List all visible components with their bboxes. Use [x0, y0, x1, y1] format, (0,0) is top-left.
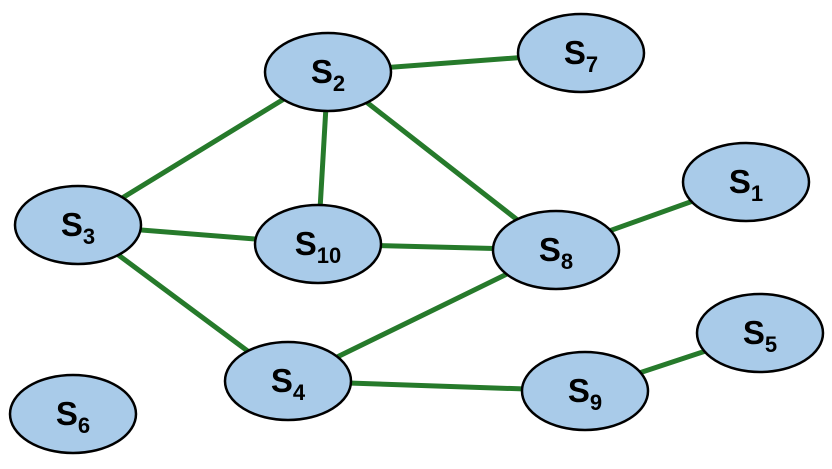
node-S10: S10 — [253, 203, 383, 285]
node-S4: S4 — [223, 340, 353, 422]
node-S8: S8 — [491, 209, 621, 291]
node-label-S7: S7 — [564, 34, 598, 77]
node-label-S3: S3 — [61, 206, 95, 249]
node-ellipse-S7 — [516, 12, 646, 94]
node-S2: S2 — [263, 31, 393, 113]
node-ellipse-S1 — [681, 141, 811, 223]
node-label-S5: S5 — [743, 314, 777, 357]
node-label-S9: S9 — [568, 372, 602, 415]
node-label-S4: S4 — [271, 362, 306, 405]
node-S7: S7 — [516, 12, 646, 94]
node-S9: S9 — [520, 350, 650, 432]
node-label-S10: S10 — [295, 225, 342, 268]
node-label-S6: S6 — [56, 395, 90, 438]
node-label-S8: S8 — [539, 231, 573, 274]
node-ellipse-S4 — [223, 340, 353, 422]
node-label-S2: S2 — [311, 53, 345, 96]
node-S6: S6 — [8, 373, 138, 455]
node-ellipse-S5 — [695, 292, 825, 374]
node-ellipse-S8 — [491, 209, 621, 291]
node-S3: S3 — [13, 184, 143, 266]
node-ellipse-S9 — [520, 350, 650, 432]
node-ellipse-S10 — [253, 203, 383, 285]
node-label-S1: S1 — [729, 163, 763, 206]
node-ellipse-S6 — [8, 373, 138, 455]
node-S5: S5 — [695, 292, 825, 374]
node-S1: S1 — [681, 141, 811, 223]
node-ellipse-S2 — [263, 31, 393, 113]
node-ellipse-S3 — [13, 184, 143, 266]
